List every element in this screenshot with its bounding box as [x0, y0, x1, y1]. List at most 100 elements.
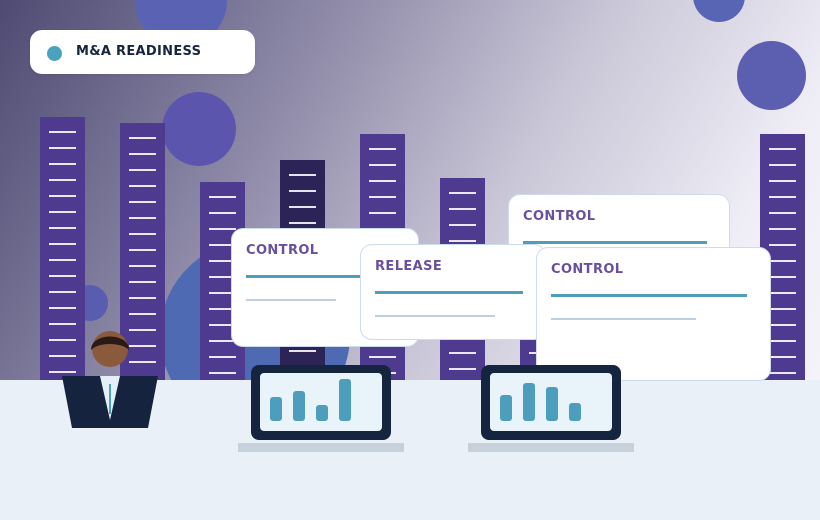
mini-chart-bar [523, 383, 535, 421]
window-line [209, 308, 236, 310]
window-line [209, 292, 236, 294]
window-line [209, 196, 236, 198]
window-line [129, 137, 156, 139]
window-line [129, 201, 156, 203]
mini-chart-bar [339, 379, 351, 421]
window-line [769, 308, 796, 310]
window-line [129, 297, 156, 299]
window-line [769, 340, 796, 342]
window-line [129, 153, 156, 155]
window-line [289, 174, 316, 176]
window-line [769, 180, 796, 182]
window-line [49, 147, 76, 149]
window-line [49, 163, 76, 165]
window-line [49, 275, 76, 277]
window-line [289, 350, 316, 352]
window-line [49, 195, 76, 197]
mini-chart [490, 373, 612, 431]
window-line [209, 212, 236, 214]
decor-circle [737, 41, 806, 110]
badge-label: M&A READINESS [76, 44, 202, 59]
window-line [209, 244, 236, 246]
laptop-base [468, 443, 634, 452]
window-line [49, 371, 76, 373]
window-line [769, 244, 796, 246]
decor-circle [693, 0, 745, 22]
window-line [769, 196, 796, 198]
window-line [449, 208, 476, 210]
window-line [49, 291, 76, 293]
mini-chart-bar [293, 391, 305, 421]
card-rule [523, 241, 707, 244]
window-line [49, 179, 76, 181]
mini-chart-bar [316, 405, 328, 421]
card-subrule [375, 315, 495, 317]
card-rule [375, 291, 523, 294]
window-line [769, 228, 796, 230]
control-card: CONTROL [536, 247, 771, 381]
window-line [769, 324, 796, 326]
window-line [769, 356, 796, 358]
card-rule [551, 294, 747, 297]
card-rule [246, 275, 386, 278]
building-tower [200, 182, 245, 380]
window-line [289, 222, 316, 224]
window-line [769, 148, 796, 150]
release-card: RELEASE [360, 244, 546, 340]
mini-chart [260, 373, 382, 431]
window-line [449, 192, 476, 194]
building-tower [40, 117, 85, 380]
window-line [49, 323, 76, 325]
window-line [289, 190, 316, 192]
window-line [129, 345, 156, 347]
window-line [129, 169, 156, 171]
laptop-base [238, 443, 404, 452]
window-line [209, 356, 236, 358]
card-title: CONTROL [246, 243, 319, 258]
window-line [449, 368, 476, 370]
window-line [129, 233, 156, 235]
window-line [369, 356, 396, 358]
window-line [49, 131, 76, 133]
card-title: CONTROL [523, 209, 596, 224]
mini-chart-bar [569, 403, 581, 421]
window-line [129, 217, 156, 219]
window-line [129, 185, 156, 187]
window-line [209, 228, 236, 230]
mini-chart-bar [500, 395, 512, 421]
window-line [769, 212, 796, 214]
card-title: RELEASE [375, 259, 443, 274]
window-line [289, 206, 316, 208]
window-line [49, 227, 76, 229]
window-line [369, 180, 396, 182]
window-line [129, 313, 156, 315]
laptop-screen [251, 365, 391, 440]
card-subrule [551, 318, 696, 320]
window-line [129, 281, 156, 283]
window-line [369, 212, 396, 214]
card-subrule [246, 299, 336, 301]
mini-chart-bar [546, 387, 558, 421]
window-line [49, 307, 76, 309]
window-line [129, 361, 156, 363]
window-line [209, 340, 236, 342]
status-dot-icon [47, 46, 62, 61]
window-line [769, 276, 796, 278]
window-line [129, 329, 156, 331]
window-line [769, 292, 796, 294]
window-line [449, 240, 476, 242]
window-line [209, 276, 236, 278]
window-line [49, 211, 76, 213]
decor-circle [162, 92, 236, 166]
window-line [369, 164, 396, 166]
mini-chart-bar [270, 397, 282, 421]
window-line [49, 355, 76, 357]
window-line [449, 224, 476, 226]
window-line [769, 164, 796, 166]
window-line [49, 243, 76, 245]
readiness-badge: M&A READINESS [30, 30, 255, 74]
window-line [49, 339, 76, 341]
laptop-screen [481, 365, 621, 440]
window-line [769, 260, 796, 262]
